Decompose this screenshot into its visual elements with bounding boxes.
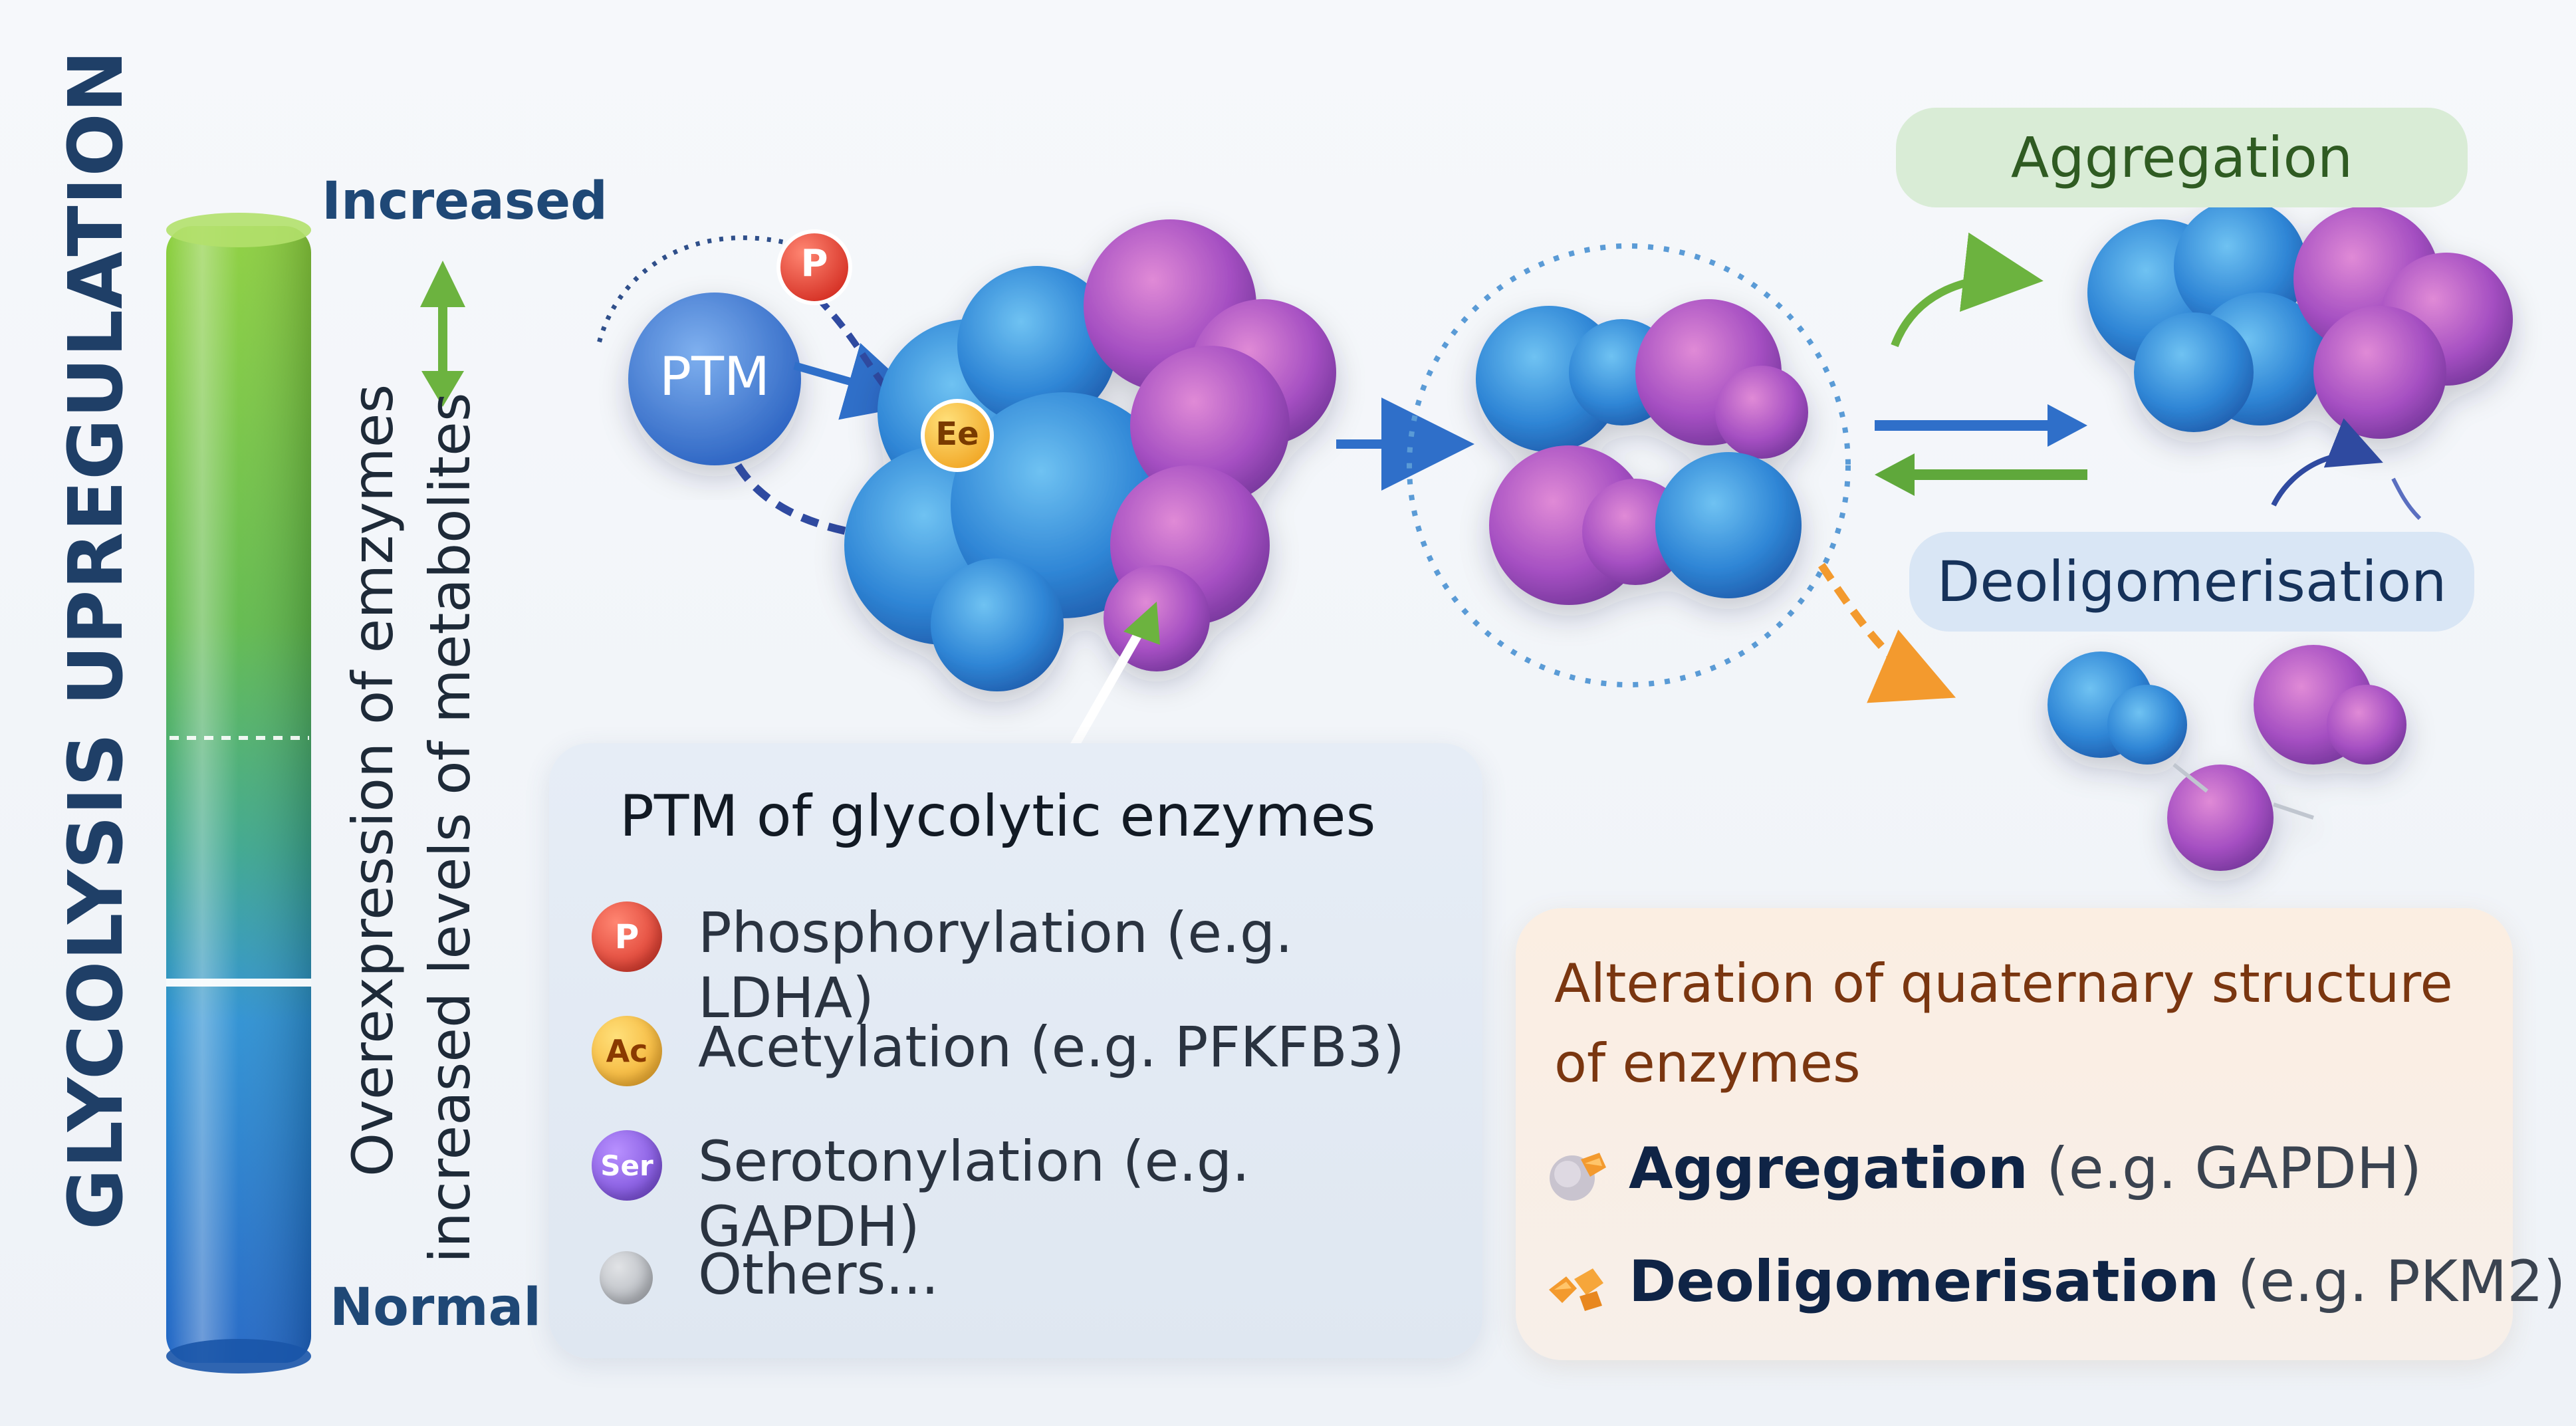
quaternary-item-name: Aggregation bbox=[1629, 1135, 2028, 1202]
deoligomerisation-pill: Deoligomerisation bbox=[1909, 532, 2474, 632]
ptm-panel: PTM of glycolytic enzymes P Phosphorylat… bbox=[549, 743, 1482, 1358]
ptm-item-phosphorylation: P Phosphorylation (e.g. LDHA) bbox=[592, 895, 1456, 1030]
quaternary-item-example: (e.g. PKM2) bbox=[2219, 1248, 2566, 1315]
main-title: GLYCOLYSIS UPREGULATION bbox=[53, 49, 140, 1230]
to-aggregation-arrow bbox=[1891, 232, 2044, 348]
ptm-item-serotonylation: Ser Serotonylation (e.g. GAPDH) bbox=[592, 1124, 1456, 1259]
quaternary-item-name: Deoligomerisation bbox=[1629, 1248, 2220, 1315]
to-deoligomer-arrow bbox=[1818, 562, 1956, 703]
phosphorylation-icon: P bbox=[592, 901, 662, 972]
p-badge-top bbox=[776, 229, 852, 305]
deoligomerisation-icon bbox=[1549, 1268, 1603, 1311]
quaternary-panel-title: Alteration of quaternary structure of en… bbox=[1554, 953, 2453, 1094]
equilibrium-arrows bbox=[1875, 404, 2087, 496]
aggregate-enzyme bbox=[2087, 199, 2513, 439]
quaternary-item-aggregation: Aggregation (e.g. GAPDH) bbox=[1542, 1128, 2500, 1214]
ptm-panel-link bbox=[1059, 602, 1160, 767]
ptm-item-label: Phosphorylation (e.g. LDHA) bbox=[698, 900, 1293, 1030]
ptm-item-label: Others... bbox=[698, 1242, 939, 1307]
others-icon bbox=[600, 1251, 653, 1304]
arrow-label-line2: increased levels of metabolites bbox=[417, 392, 483, 1263]
quaternary-item-example: (e.g. GAPDH) bbox=[2028, 1135, 2422, 1202]
arrow-label-line1: Overexpression of emzymes bbox=[340, 384, 406, 1177]
tetramer-boundary bbox=[1407, 243, 1851, 687]
ptm-circle bbox=[628, 293, 801, 465]
aggregation-icon bbox=[1550, 1153, 1606, 1201]
reversal-arrow bbox=[2271, 418, 2383, 507]
monomers bbox=[2048, 645, 2406, 871]
scale-bottom-label: Normal bbox=[330, 1278, 541, 1338]
increase-arrow bbox=[420, 261, 465, 407]
tetramer bbox=[1476, 299, 1808, 605]
glycolysis-gradient-bar bbox=[166, 213, 311, 1373]
aggregation-pill: Aggregation bbox=[1896, 108, 2468, 207]
ee-badge bbox=[921, 399, 994, 472]
ptm-panel-title: PTM of glycolytic enzymes bbox=[620, 783, 1376, 850]
ptm-circle-label: PTM bbox=[659, 346, 770, 408]
scale-top-label: Increased bbox=[322, 172, 608, 231]
ptm-item-others: Others... bbox=[592, 1237, 1456, 1316]
enzyme-complex bbox=[844, 219, 1336, 691]
ptm-item-label: Serotonylation (e.g. GAPDH) bbox=[698, 1129, 1250, 1259]
ptm-item-acetylation: Ac Acetylation (e.g. PFKFB3) bbox=[592, 1009, 1456, 1089]
ptm-item-label: Acetylation (e.g. PFKFB3) bbox=[698, 1014, 1405, 1080]
ee-badge-label: Ee bbox=[935, 416, 979, 453]
quaternary-panel: Alteration of quaternary structure of en… bbox=[1516, 908, 2565, 1360]
acetylation-icon: Ac bbox=[592, 1016, 662, 1086]
reversal-arrow-small bbox=[2391, 477, 2422, 521]
p-badge-label: P bbox=[800, 242, 828, 285]
serotonylation-icon: Ser bbox=[592, 1130, 662, 1201]
quaternary-item-deoligomerisation: Deoligomerisation (e.g. PKM2) bbox=[1542, 1241, 2565, 1327]
